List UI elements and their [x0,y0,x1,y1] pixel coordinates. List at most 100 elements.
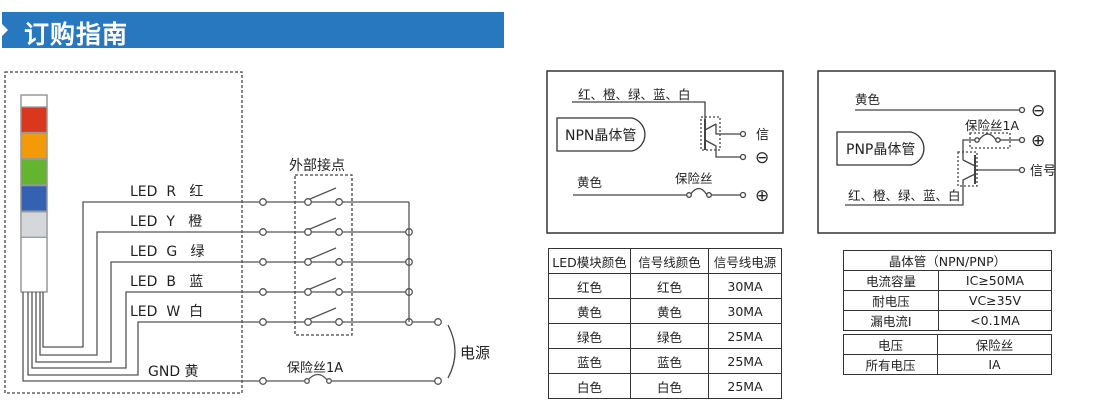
npn-diagram: 红、橙、绿、蓝、白 信 ⊖ NPN晶体管 黄色 保险丝 ⊕ [546,70,784,234]
led-segment [20,106,48,134]
led-segment [20,132,48,160]
tower-wiring-diagram: 外部接点 LED R 红 LED Y 橙 LED G 绿 LED B 蓝 LED W 白… [4,71,490,394]
led-row-label: LED B 蓝 [130,274,203,290]
cell: 电流容量 [843,270,939,291]
switch-lever [309,217,337,230]
cell: 蓝色 [630,348,709,374]
cell: 漏电流I [843,310,939,331]
cell: 蓝色 [548,348,631,374]
pnp-frame [817,70,1056,234]
minus-icon: ⊖ [1031,101,1045,121]
cell: 30MA [708,298,782,324]
cell: 保险丝 [937,334,1052,355]
npn-frame [546,70,784,234]
pnp-name: PNP晶体管 [846,142,915,158]
cell: 30MA [708,273,782,299]
led-segment [20,158,48,186]
contacts-label: 外部接点 [289,157,345,174]
plus-icon: ⊕ [755,186,769,206]
pnp-capsule [836,131,925,166]
terminal [335,228,343,236]
led-row-label: LED Y 橙 [130,214,202,230]
npn-wires-label: 红、橙、绿、蓝、白 [578,87,691,102]
header-cell: LED模块颜色 [548,248,631,274]
pnp-wires-label: 红、橙、绿、蓝、白 [848,188,961,203]
led-row-label: LED W 白 [130,304,203,320]
npn-signal-label: 信 [756,128,769,143]
signal-wire [35,261,409,363]
cell: <0.1MA [938,310,1052,331]
plus-icon: ⊕ [1031,131,1045,151]
pnp-fuse-label: 保险丝1A [965,118,1019,133]
terminal [434,318,442,326]
terminal [304,318,312,326]
terminal [304,258,312,266]
signal-wire [42,201,409,348]
cell: 白色 [548,373,631,399]
terminal [335,318,343,326]
signal-wire [27,292,409,376]
cell: 25MA [708,348,782,374]
led-row-label: LED G 绿 [130,244,205,260]
fuse-icon [326,378,332,384]
terminal [304,198,312,206]
cell: 白色 [630,373,709,399]
header-cell: 信号线颜色 [630,248,709,274]
cell: VC≥35V [938,290,1052,311]
pnp-yellow-label: 黄色 [855,92,881,107]
bus-wire [22,202,435,382]
contacts-outline [294,174,353,336]
led-row-label: LED R 红 [130,184,203,200]
cell: 红色 [630,273,709,299]
table-header: LED模块颜色 信号线颜色 信号线电源 [548,248,782,274]
cell: 25MA [708,323,782,349]
terminal [304,228,312,236]
pnp-diagram: 黄色 ⊖ 保险丝1A ⊕ PNP晶体管 信号 红、橙、绿、蓝、白 [817,70,1056,234]
pnp-signal-label: 信号 [1030,164,1056,179]
led-segment [20,211,48,238]
terminal [434,377,442,385]
cell: 耐电压 [843,290,939,311]
signal-wire [31,291,409,369]
cell: 电压 [843,334,938,355]
power-bracket [447,324,456,379]
terminal [259,228,267,236]
header-cell: 信号线电源 [708,248,782,274]
gnd-label: GND 黄 [148,363,199,380]
terminal [259,198,267,206]
cell: 所有电压 [843,354,938,375]
cell: 绿色 [548,323,631,349]
terminal [259,318,267,326]
switch-lever [309,307,337,320]
cell: IC≥50MA [938,270,1052,291]
npn-capsule [556,117,646,152]
npn-name: NPN晶体管 [565,128,636,144]
terminal [335,288,343,296]
cell: 25MA [708,373,782,399]
led-segment [20,184,48,212]
table-row: 漏电流I<0.1MA [843,310,1052,331]
signal-wire [39,231,409,356]
terminal [259,377,267,385]
fuse-icon [304,378,310,384]
header-cell: 晶体管（NPN/PNP） [843,250,1052,271]
terminal [259,288,267,296]
fuse-label: 保险丝1A [287,361,343,376]
switch-lever [309,277,337,290]
npn-fuse-label: 保险丝 [675,171,713,186]
cell: 黄色 [630,298,709,324]
terminal [335,198,343,206]
terminal [259,258,267,266]
npn-yellow-label: 黄色 [577,175,603,190]
banner-notch [2,24,8,36]
